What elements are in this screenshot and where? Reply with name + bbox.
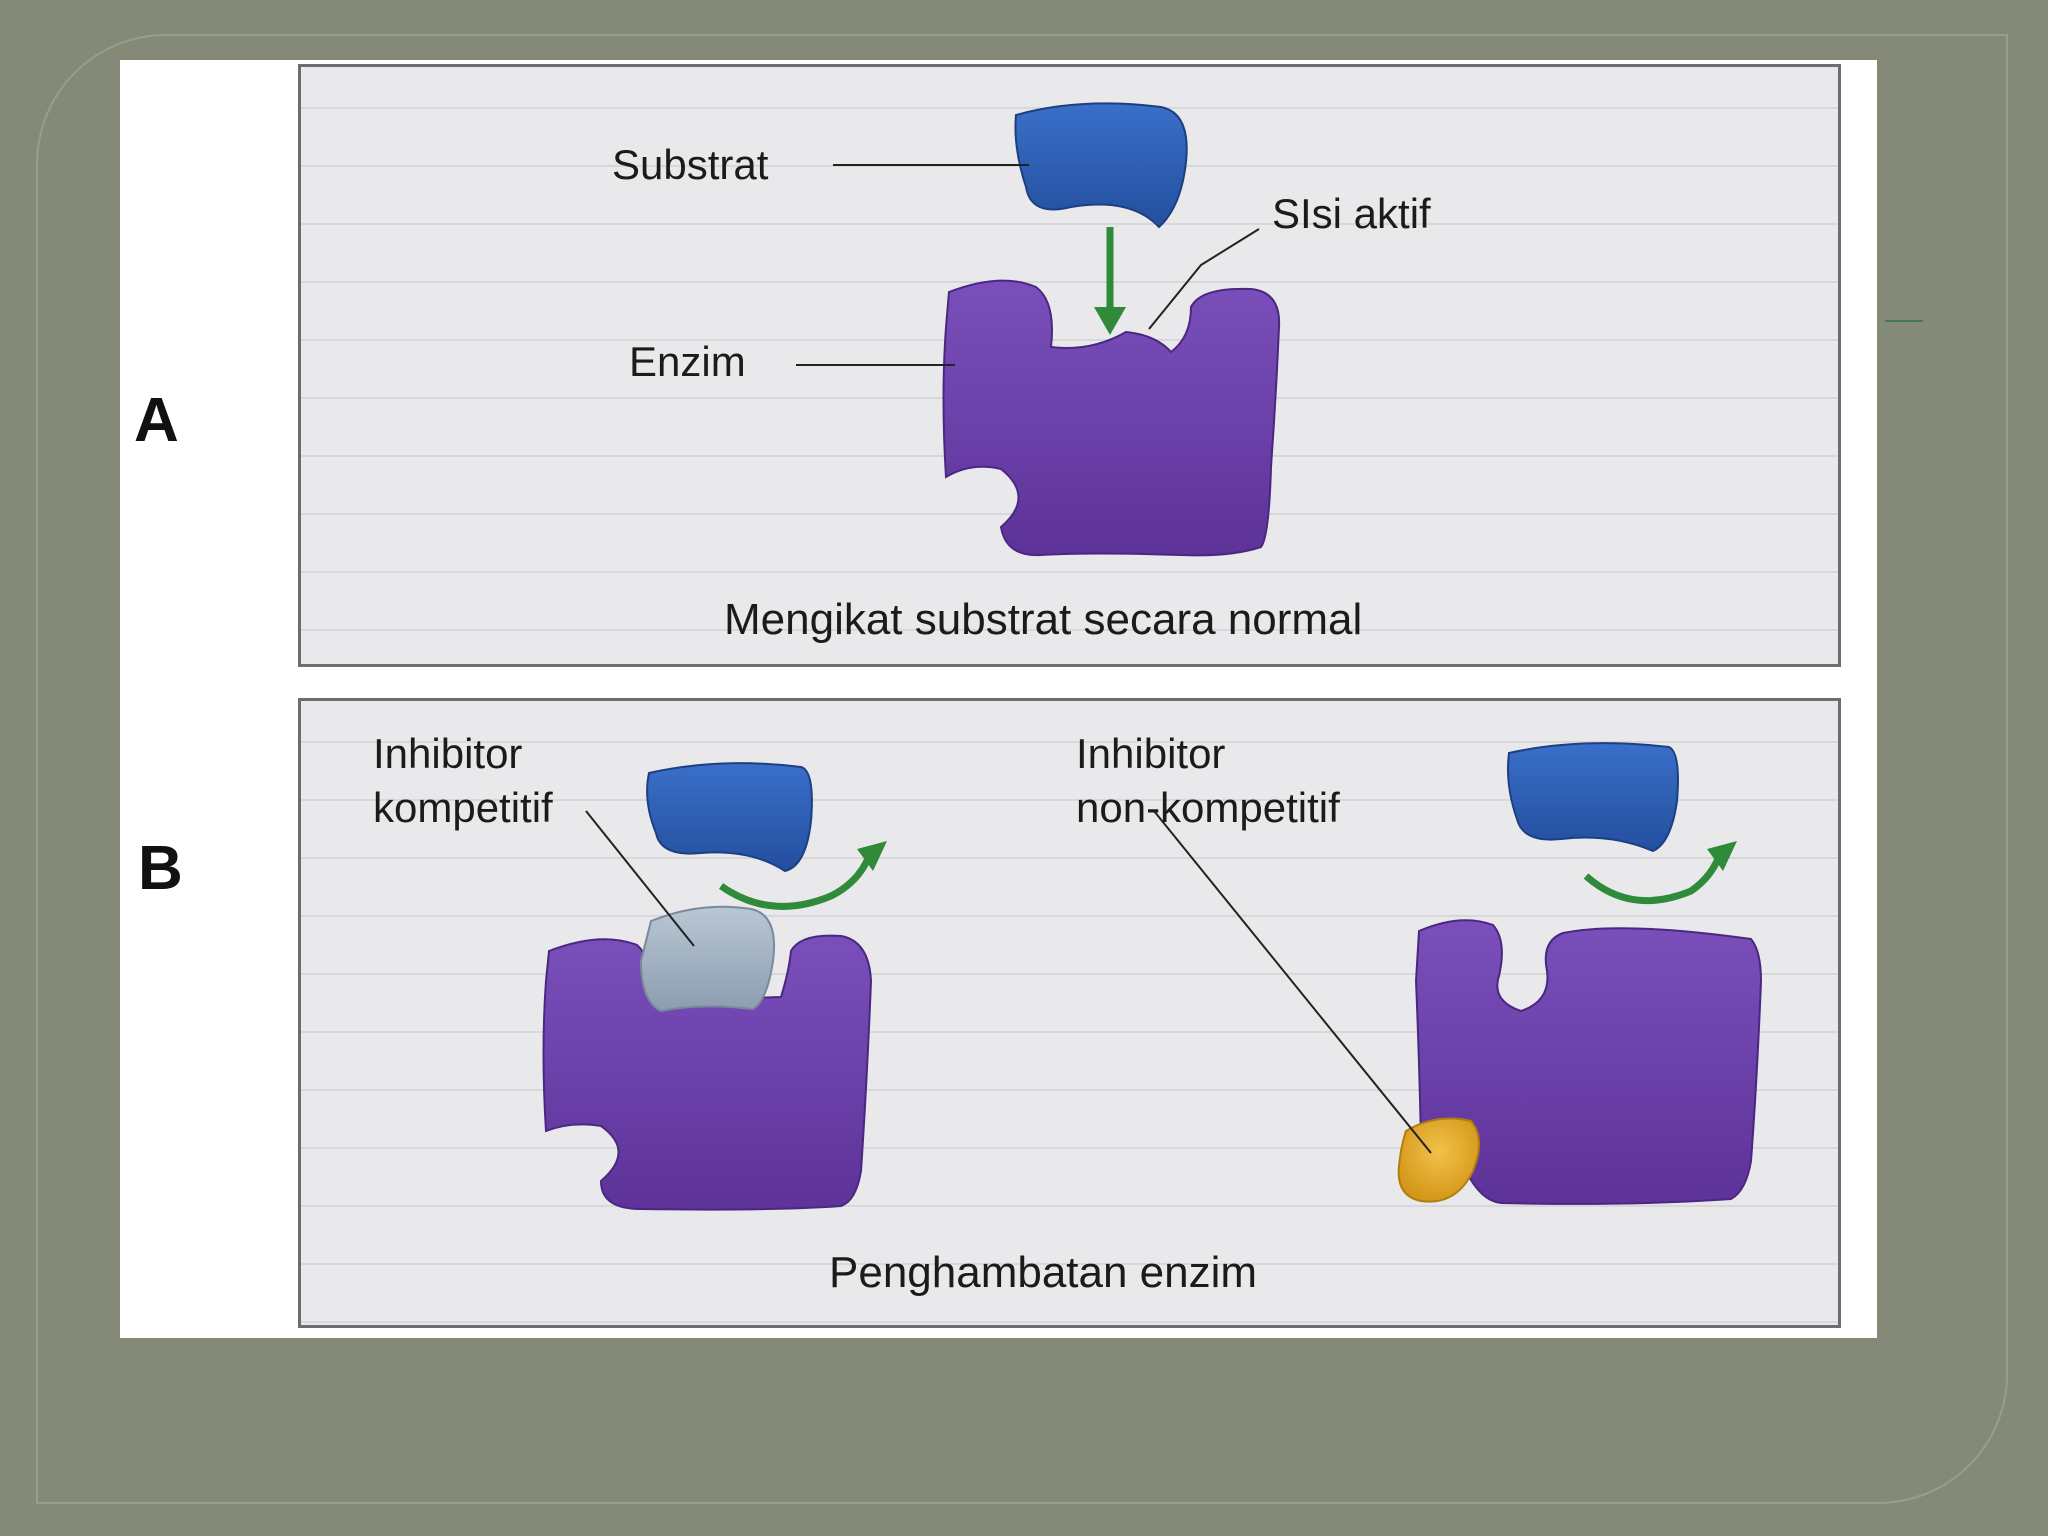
panel-a-illustration bbox=[796, 102, 1281, 557]
rejection-arrow-left-head bbox=[857, 841, 887, 871]
active-site-leader-line bbox=[1148, 228, 1260, 330]
competitive-leader-line bbox=[585, 810, 695, 947]
noncompetitive-inhibitor-shape bbox=[1397, 1117, 1480, 1203]
substrate-label: Substrat bbox=[612, 141, 769, 188]
competitive-inhibitor-label-line1: Inhibitor bbox=[373, 730, 523, 777]
rejection-arrow-left bbox=[718, 849, 875, 910]
noncompetitive-inhibitor-label-line2: non-kompetitif bbox=[1076, 783, 1340, 831]
panel-a-letter: A bbox=[134, 386, 179, 455]
rejection-arrow-right bbox=[1583, 849, 1725, 905]
decorative-accent-line bbox=[1885, 320, 1923, 322]
panel-a: Substrat SIsi aktif Enzim Mengikat subst… bbox=[298, 64, 1841, 667]
enzyme-figure: A B bbox=[120, 60, 1877, 1338]
panel-a-caption: Mengikat substrat secara normal bbox=[724, 595, 1363, 644]
noncompetitive-inhibitor-label: Inhibitor non-kompetitif bbox=[1076, 727, 1340, 835]
active-site-label: SIsi aktif bbox=[1272, 190, 1431, 237]
competitive-inhibitor-label: Inhibitor kompetitif bbox=[373, 727, 553, 835]
enzyme-shape bbox=[942, 279, 1281, 557]
rejection-arrow-right-head bbox=[1707, 841, 1737, 871]
slide-frame bbox=[36, 34, 2008, 1504]
substrate-shape-right bbox=[1507, 742, 1679, 853]
substrate-shape-left bbox=[646, 762, 813, 873]
competitive-inhibitor-shape bbox=[639, 905, 775, 1013]
noncompetitive-leader-line bbox=[1153, 810, 1432, 1154]
panel-b-letter: B bbox=[138, 834, 183, 903]
panel-b-caption: Penghambatan enzim bbox=[829, 1248, 1258, 1297]
binding-arrow-head bbox=[1094, 307, 1126, 335]
noncompetitive-inhibitor-label-line1: Inhibitor bbox=[1076, 730, 1226, 777]
panel-b-illustration bbox=[542, 742, 1763, 1211]
substrate-shape bbox=[1014, 102, 1188, 229]
enzyme-label: Enzim bbox=[629, 338, 746, 385]
panel-b: Inhibitor kompetitif Inhibitor non-kompe… bbox=[298, 698, 1841, 1328]
competitive-inhibitor-label-line2: kompetitif bbox=[373, 783, 553, 831]
